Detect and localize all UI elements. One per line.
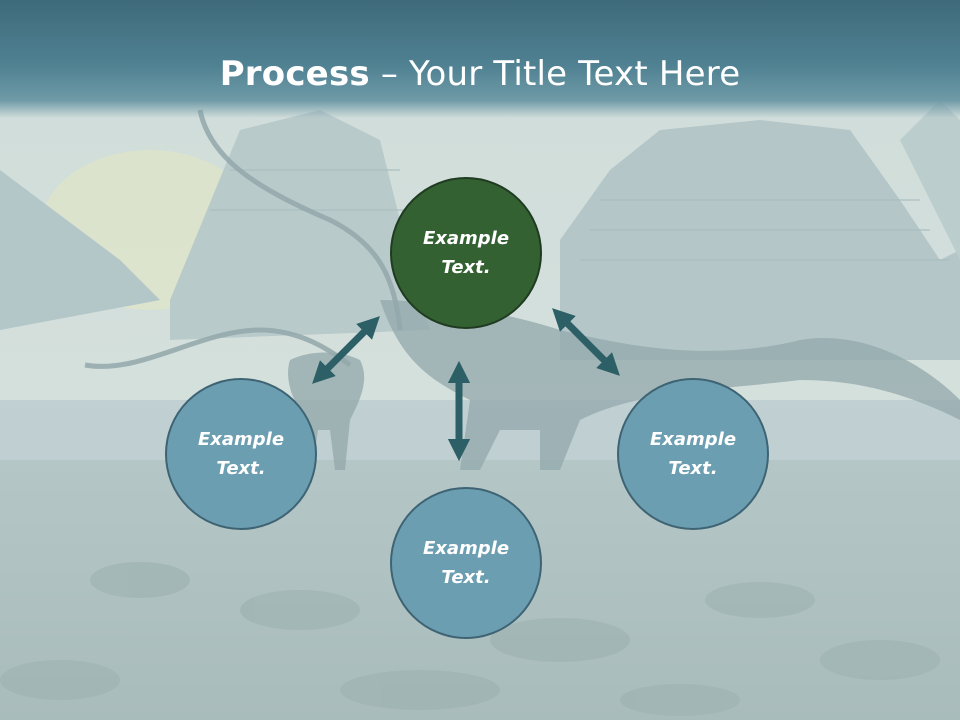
node-left: Example Text. (165, 378, 317, 530)
node-top-text: Example Text. (422, 228, 510, 278)
arrow-top-right (552, 308, 620, 376)
node-top: Example Text. (390, 177, 542, 329)
node-right-text: Example Text. (649, 429, 737, 479)
page-title: Process – Your Title Text Here (0, 50, 960, 98)
node-bottom: Example Text. (390, 487, 542, 639)
node-bottom-text: Example Text. (422, 538, 510, 588)
arrow-top-left (312, 316, 380, 384)
node-right: Example Text. (617, 378, 769, 530)
title-rest-part: – Your Title Text Here (369, 54, 741, 94)
title-bold-part: Process (219, 54, 370, 94)
title-bar (0, 0, 960, 118)
node-left-text: Example Text. (197, 429, 285, 479)
